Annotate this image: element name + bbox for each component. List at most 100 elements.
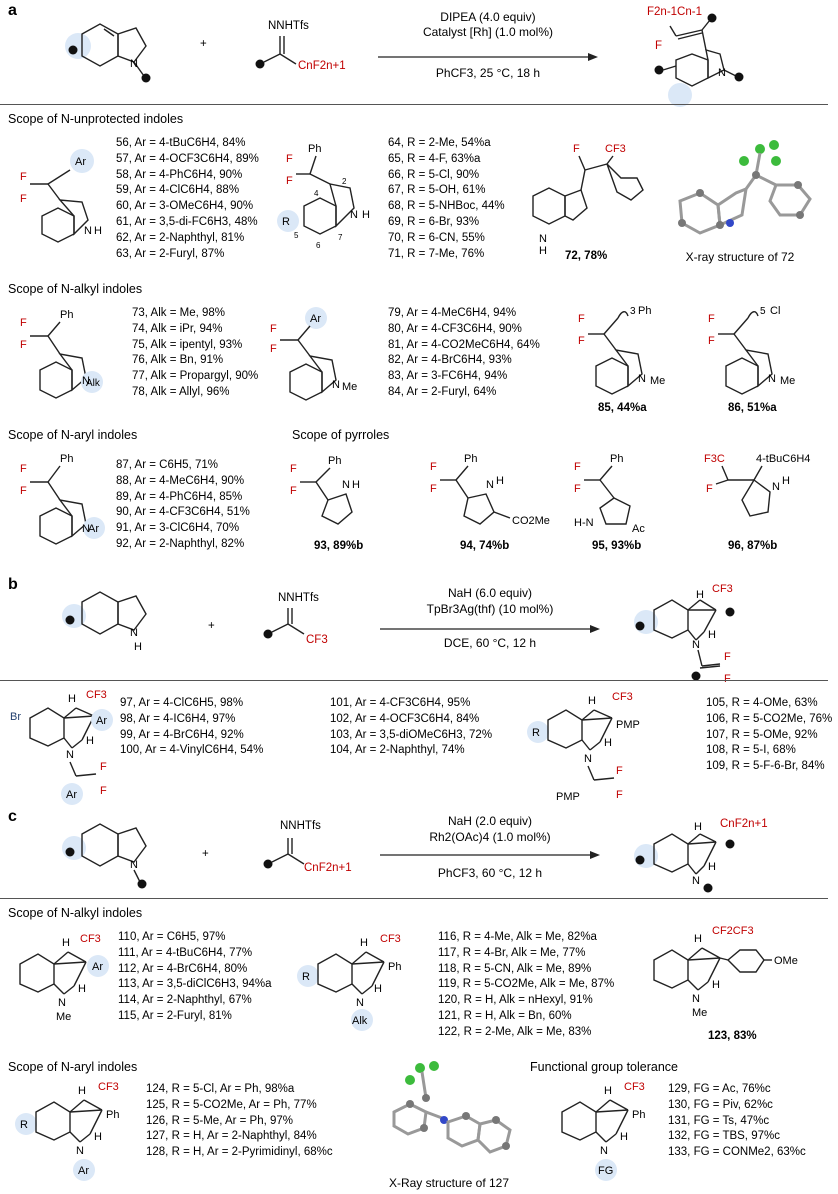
svg-text:N: N bbox=[772, 481, 780, 493]
svg-text:F: F bbox=[270, 323, 277, 335]
product-structure-a: N bbox=[654, 13, 744, 107]
entries-124-128: 124, R = 5-Cl, Ar = Ph, 98%a 125, R = 5-… bbox=[146, 1082, 333, 1161]
svg-text:H: H bbox=[588, 695, 596, 707]
reagent-chain-b: CF3 bbox=[306, 634, 328, 646]
svg-text:N: N bbox=[356, 997, 364, 1009]
entry-133: 133, FG = CONMe2, 63%c bbox=[668, 1146, 806, 1159]
structure-79-84: Ar F F N Me bbox=[270, 307, 357, 401]
section-pyrroles: Scope of pyrroles bbox=[292, 428, 390, 442]
entry-103: 103, Ar = 3,5-diOMeC6H3, 72% bbox=[330, 728, 493, 741]
entry-102: 102, Ar = 4-OCF3C6H4, 84% bbox=[330, 712, 480, 725]
svg-text:Ph: Ph bbox=[388, 961, 401, 973]
svg-text:R: R bbox=[302, 971, 310, 983]
entry-65: 65, R = 4-F, 63%a bbox=[388, 152, 481, 165]
svg-text:H: H bbox=[496, 475, 504, 487]
entries-79-84: 79, Ar = 4-MeC6H4, 94% 80, Ar = 4-CF3C6H… bbox=[388, 306, 540, 401]
svg-text:CF3: CF3 bbox=[712, 583, 733, 595]
entry-108: 108, R = 5-I, 68% bbox=[706, 744, 796, 757]
svg-text:H: H bbox=[68, 693, 76, 705]
svg-text:FG: FG bbox=[598, 1165, 613, 1177]
structure-129-133: H CF3 Ph H N FG bbox=[561, 1081, 645, 1181]
entry-66: 66, R = 5-Cl, 90% bbox=[388, 168, 480, 181]
svg-text:F: F bbox=[20, 339, 27, 351]
svg-text:Me: Me bbox=[56, 1011, 71, 1023]
structure-86: F F 5 Cl N Me bbox=[708, 305, 795, 395]
svg-text:PMP: PMP bbox=[556, 791, 580, 803]
svg-text:N: N bbox=[638, 373, 646, 385]
reagent-chain-c: CnF2n+1 bbox=[304, 862, 352, 874]
entry-100: 100, Ar = 4-VinylC6H4, 54% bbox=[120, 744, 264, 757]
svg-text:F: F bbox=[20, 485, 27, 497]
svg-text:N: N bbox=[130, 627, 138, 639]
entry-74: 74, Alk = iPr, 94% bbox=[132, 322, 223, 335]
section-unprotected: Scope of N-unprotected indoles bbox=[8, 112, 184, 126]
entry-81: 81, Ar = 4-CO2MeC6H4, 64% bbox=[388, 338, 540, 351]
hydrazone-reagent-a bbox=[255, 36, 297, 69]
svg-text:Me: Me bbox=[692, 1007, 707, 1019]
structure-95: Ph F F H-N Ac bbox=[574, 453, 645, 535]
structure-73-78: Ph F F N Alk bbox=[20, 309, 103, 399]
entry-117: 117, R = 4-Br, Alk = Me, 77% bbox=[438, 946, 586, 959]
svg-text:4-tBuC6H4: 4-tBuC6H4 bbox=[756, 453, 810, 465]
panel-b-label: b bbox=[8, 576, 18, 593]
entry-92: 92, Ar = 2-Naphthyl, 82% bbox=[116, 537, 245, 550]
entries-129-133: 129, FG = Ac, 76%c 130, FG = Piv, 62%c 1… bbox=[668, 1082, 806, 1161]
svg-text:H: H bbox=[352, 479, 360, 491]
entry-79: 79, Ar = 4-MeC6H4, 94% bbox=[388, 307, 517, 319]
entry-125: 125, R = 5-CO2Me, Ar = Ph, 77% bbox=[146, 1098, 317, 1111]
entry-63: 63, Ar = 2-Furyl, 87% bbox=[116, 247, 225, 260]
svg-text:H: H bbox=[62, 937, 70, 949]
condition-a-mid: Catalyst [Rh] (1.0 mol%) bbox=[422, 25, 554, 39]
svg-text:N: N bbox=[768, 373, 776, 385]
panel-a-label: a bbox=[8, 2, 17, 19]
condition-b-top: NaH (6.0 equiv) bbox=[447, 586, 533, 600]
entry-56: 56, Ar = 4-tBuC6H4, 84% bbox=[116, 137, 246, 149]
svg-text:5: 5 bbox=[294, 231, 299, 240]
entries-105-109: 105, R = 4-OMe, 63% 106, R = 5-CO2Me, 76… bbox=[706, 696, 832, 775]
entry-71: 71, R = 7-Me, 76% bbox=[388, 247, 485, 260]
svg-text:F: F bbox=[616, 789, 623, 801]
indole-reactant-b: N H bbox=[62, 591, 147, 653]
entry-128: 128, R = H, Ar = 2-Pyrimidinyl, 68%c bbox=[146, 1146, 333, 1159]
entry-94: 94, 74%b bbox=[460, 540, 510, 552]
svg-text:Ph: Ph bbox=[60, 309, 73, 321]
svg-text:Ph: Ph bbox=[638, 305, 651, 317]
svg-text:F3C: F3C bbox=[704, 453, 725, 465]
svg-text:Ar: Ar bbox=[88, 523, 99, 535]
svg-text:F: F bbox=[20, 171, 27, 183]
indole-reactant-a: N bbox=[65, 23, 151, 83]
entry-132: 132, FG = TBS, 97%c bbox=[668, 1130, 780, 1143]
entry-99: 99, Ar = 4-BrC6H4, 92% bbox=[120, 728, 244, 741]
entries-87-92: 87, Ar = C6H5, 71% 88, Ar = 4-MeC6H4, 90… bbox=[116, 458, 250, 553]
entry-106: 106, R = 5-CO2Me, 76% bbox=[706, 712, 833, 725]
entry-85: 85, 44%a bbox=[598, 402, 647, 414]
svg-text:4: 4 bbox=[314, 189, 319, 198]
product-chain-a: F2n-1Cn-1 bbox=[647, 6, 702, 18]
condition-c-bottom: PhCF3, 60 °C, 12 h bbox=[437, 866, 543, 880]
entry-119: 119, R = 5-CO2Me, Alk = Me, 87% bbox=[438, 978, 615, 991]
svg-text:N: N bbox=[82, 375, 90, 387]
entry-130: 130, FG = Piv, 62%c bbox=[668, 1098, 773, 1111]
svg-text:F: F bbox=[100, 761, 107, 773]
entry-110: 110, Ar = C6H5, 97% bbox=[118, 931, 226, 943]
svg-text:F: F bbox=[20, 317, 27, 329]
svg-text:F: F bbox=[270, 343, 277, 355]
svg-text:N: N bbox=[332, 379, 340, 391]
svg-text:Ar: Ar bbox=[75, 156, 86, 168]
svg-text:CF2CF3: CF2CF3 bbox=[712, 925, 754, 937]
entry-75: 75, Alk = ipentyl, 93% bbox=[132, 338, 243, 351]
condition-b-bottom: DCE, 60 °C, 12 h bbox=[443, 636, 537, 650]
svg-text:H: H bbox=[620, 1131, 628, 1143]
svg-text:CF3: CF3 bbox=[80, 933, 101, 945]
entry-83: 83, Ar = 3-FC6H4, 94% bbox=[388, 370, 508, 383]
entry-73: 73, Alk = Me, 98% bbox=[132, 307, 226, 319]
entry-57: 57, Ar = 4-OCF3C6H4, 89% bbox=[116, 152, 259, 165]
structure-87-92: Ph F F N Ar bbox=[20, 453, 105, 545]
structure-56-63: Ar F F N H bbox=[20, 149, 102, 243]
svg-text:H: H bbox=[712, 979, 720, 991]
svg-text:Me: Me bbox=[780, 375, 795, 387]
svg-text:F: F bbox=[100, 785, 107, 797]
entries-97-100: 97, Ar = 4-ClC6H5, 98% 98, Ar = 4-IC6H4,… bbox=[120, 696, 263, 759]
svg-text:H: H bbox=[708, 861, 716, 873]
svg-text:F: F bbox=[20, 463, 27, 475]
